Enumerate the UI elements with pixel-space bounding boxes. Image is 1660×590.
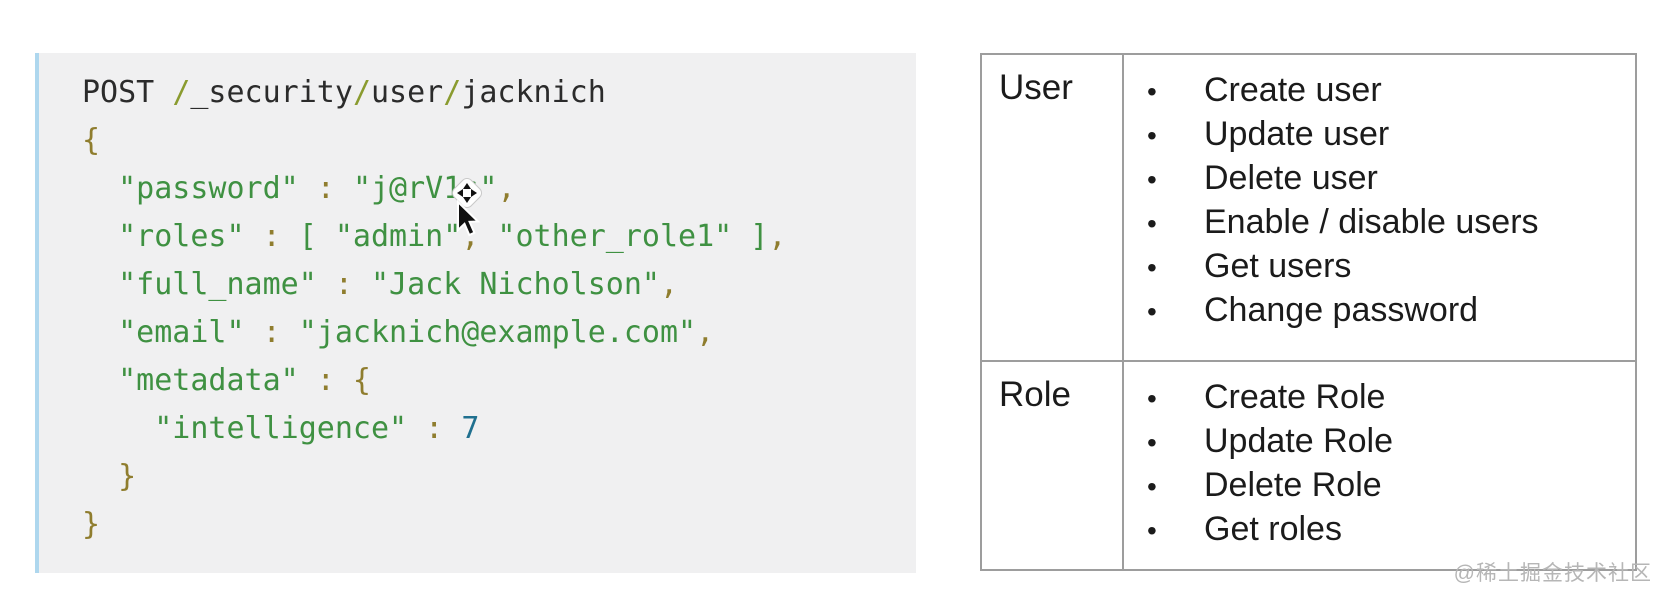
code-token: / xyxy=(443,75,462,110)
list-item-text: Update user xyxy=(1204,115,1390,153)
bullet-icon: • xyxy=(1147,164,1157,195)
code-token: POST xyxy=(82,75,173,110)
pointer-arrow-icon xyxy=(457,199,481,237)
bullet-icon: • xyxy=(1147,208,1157,239)
list-item-text: Delete user xyxy=(1204,159,1378,197)
code-token: / xyxy=(172,75,191,110)
code-token: 7 xyxy=(461,411,480,446)
list-item: • Update user xyxy=(1147,113,1635,157)
code-token: } xyxy=(82,507,101,542)
row-label: User xyxy=(982,55,1124,360)
code-block: POST /_security/user/jacknich{ "password… xyxy=(35,53,916,573)
list-item: • Delete user xyxy=(1147,157,1635,201)
row-label: Role xyxy=(982,362,1124,569)
code-token: "Jack Nicholson" xyxy=(371,267,660,302)
code-token: , xyxy=(659,267,679,302)
bullet-icon: • xyxy=(1147,383,1157,414)
list-item-text: Get roles xyxy=(1204,510,1342,548)
code-token: "other_role1" ] xyxy=(479,219,769,254)
code-token: : xyxy=(244,219,299,254)
bullet-icon: • xyxy=(1147,515,1157,546)
bullet-icon: • xyxy=(1147,120,1157,151)
list-item: • Update Role xyxy=(1147,420,1635,464)
code-line: "email" : "jacknich@example.com", xyxy=(82,309,916,357)
list-item-text: Create Role xyxy=(1204,378,1386,416)
code-token xyxy=(82,411,154,446)
code-token: , xyxy=(768,219,787,254)
code-token: : xyxy=(407,411,462,446)
code-token: , xyxy=(696,315,715,350)
code-token: : xyxy=(316,267,371,302)
permissions-table: User • Create user • Update user • Delete user… xyxy=(980,53,1637,571)
list-item-text: Create user xyxy=(1204,71,1382,109)
list-item: • Enable / disable users xyxy=(1147,201,1635,245)
bullet-icon: • xyxy=(1147,252,1157,283)
list-item: • Delete Role xyxy=(1147,464,1635,508)
code-line: "password" : "j@rV1s", xyxy=(82,165,916,213)
bullet-icon: • xyxy=(1147,471,1157,502)
code-token: [ "admin" xyxy=(298,219,462,254)
code-token: "metadata" xyxy=(118,363,299,398)
code-token xyxy=(82,363,118,398)
code-line: } xyxy=(82,453,916,501)
code-line: POST /_security/user/jacknich xyxy=(82,69,916,117)
code-line: "intelligence" : 7 xyxy=(82,405,916,453)
code-line: } xyxy=(82,501,916,549)
list-item: • Create user xyxy=(1147,69,1635,113)
code-token: } xyxy=(82,459,137,494)
code-token xyxy=(82,171,118,206)
code-token: "jacknich@example.com" xyxy=(298,315,697,350)
watermark: @稀土掘金技术社区 xyxy=(1453,562,1652,585)
code-token: : { xyxy=(298,363,371,398)
code-token: _security xyxy=(190,75,353,110)
row-items: • Create Role • Update Role • Delete Role • Get… xyxy=(1124,362,1635,569)
table-row: User • Create user • Update user • Delete user… xyxy=(982,55,1635,362)
code-token xyxy=(82,219,118,254)
table-row: Role • Create Role • Update Role • Delete Role… xyxy=(982,362,1635,569)
code-token: : xyxy=(244,315,299,350)
list-item: • Get roles xyxy=(1147,508,1635,552)
code-token xyxy=(82,267,118,302)
code-token: "full_name" xyxy=(118,267,317,302)
list-item-text: Get users xyxy=(1204,247,1352,285)
code-token: : xyxy=(298,171,353,206)
code-token: , xyxy=(497,171,516,206)
move-pointer-cursor xyxy=(452,178,482,237)
code-token: { xyxy=(82,123,101,158)
code-line: { xyxy=(82,117,916,165)
move-badge-icon xyxy=(452,178,482,208)
code-line: "roles" : [ "admin", "other_role1" ], xyxy=(82,213,916,261)
bullet-icon: • xyxy=(1147,76,1157,107)
list-item-text: Change password xyxy=(1204,291,1479,329)
list-item: • Create Role xyxy=(1147,376,1635,420)
code-token: "roles" xyxy=(118,219,245,254)
list-item-text: Enable / disable users xyxy=(1204,203,1539,241)
list-item-text: Update Role xyxy=(1204,422,1394,460)
list-item-text: Delete Role xyxy=(1204,466,1382,504)
code-token xyxy=(82,315,118,350)
list-item: • Change password xyxy=(1147,289,1635,333)
code-token: jacknich xyxy=(461,75,606,110)
code-lines: POST /_security/user/jacknich{ "password… xyxy=(82,69,916,549)
code-token: / xyxy=(352,75,371,110)
bullet-icon: • xyxy=(1147,427,1157,458)
code-token: user xyxy=(371,75,444,110)
code-token: "email" xyxy=(118,315,245,350)
code-line: "metadata" : { xyxy=(82,357,916,405)
row-items: • Create user • Update user • Delete user • Ena… xyxy=(1124,55,1635,360)
code-line: "full_name" : "Jack Nicholson", xyxy=(82,261,916,309)
code-token: "password" xyxy=(118,171,299,206)
bullet-icon: • xyxy=(1147,296,1157,327)
list-item: • Get users xyxy=(1147,245,1635,289)
code-token: "intelligence" xyxy=(154,411,408,446)
